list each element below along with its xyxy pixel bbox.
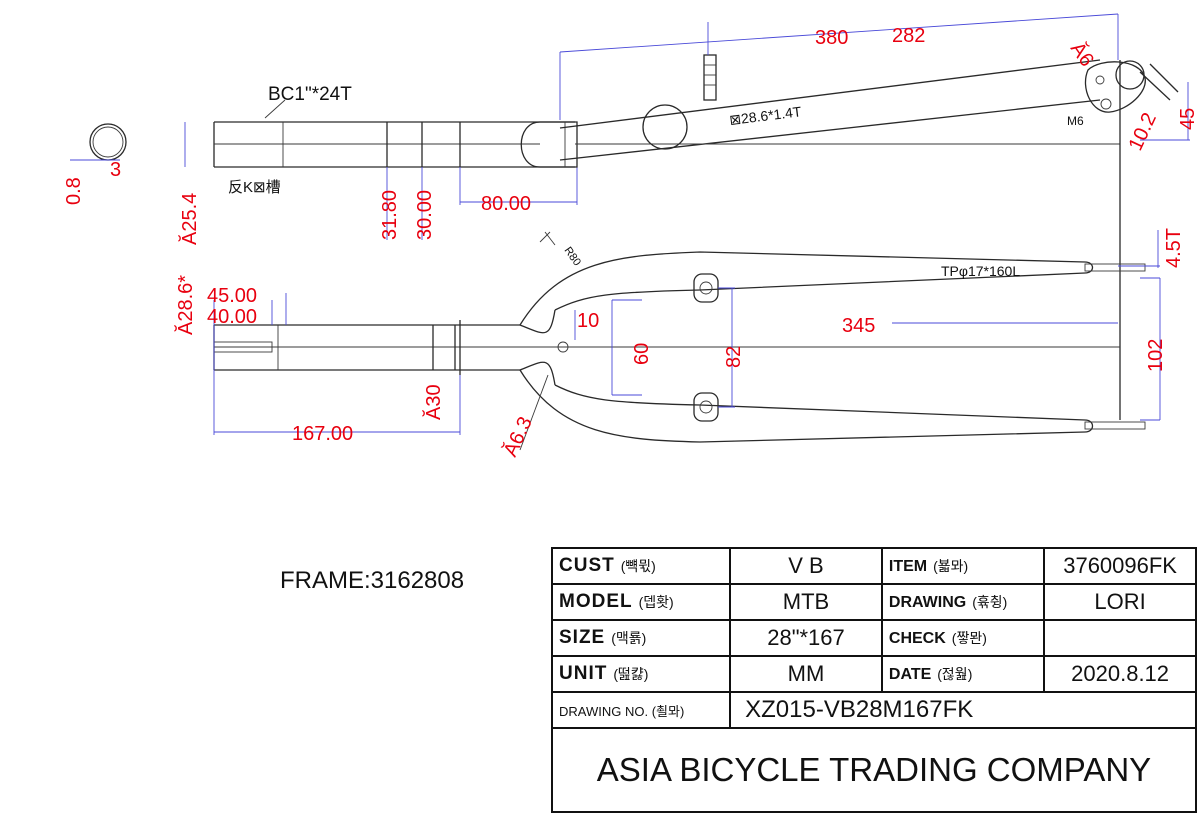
r80-label: R80: [562, 245, 583, 268]
dim-282: 282: [892, 25, 925, 47]
cust-value: V B: [729, 547, 883, 585]
dim-102: 102: [1145, 339, 1167, 372]
title-row-company: ASIA BICYCLE TRADING COMPANY: [551, 727, 1197, 813]
dim-31-80: 31.80: [379, 190, 401, 240]
tp-label: TPφ17*160L: [941, 263, 1020, 279]
dim-10-2: 10.2: [1125, 110, 1161, 155]
dim-a28-6: Ă28.6*: [174, 275, 197, 335]
tube-spec-label: ⊠28.6*1.4T: [728, 103, 802, 128]
item-value: 3760096FK: [1043, 547, 1197, 585]
dim-45-00: 45.00: [207, 285, 257, 307]
dim-30-00: 30.00: [414, 190, 436, 240]
check-value: [1043, 619, 1197, 657]
date-key: DATE(젆웚): [880, 655, 1046, 693]
cust-key: CUST(뺵뮋): [550, 547, 732, 585]
chinese-note: 反K⊠槽: [228, 179, 281, 196]
unit-value: MM: [729, 655, 883, 693]
dim-60: 60: [631, 343, 653, 365]
dim-380: 380: [815, 27, 848, 49]
unit-key: UNIT(떮캻): [550, 655, 732, 693]
steerer-tube-top: [184, 99, 578, 240]
tube-cross-section: [70, 123, 127, 161]
dim-167-00: 167.00: [292, 423, 353, 445]
date-value: 2020.8.12: [1043, 655, 1197, 693]
dim-0-8: 0.8: [63, 177, 85, 205]
bc-thread-label: BC1"*24T: [268, 84, 352, 105]
drawing-no-value: XZ015-VB28M167FK: [729, 691, 1197, 729]
title-block: CUST(뺵뮋) V B ITEM(뵯뫄) 3760096FK MODEL(뎁홧…: [550, 547, 1197, 813]
dim-a6-3: Ă6.3: [499, 413, 537, 460]
title-row-drawing-no: DRAWING NO. (쵤뫄) XZ015-VB28M167FK: [550, 691, 1197, 729]
size-value: 28"*167: [729, 619, 883, 657]
drawing-no-key: DRAWING NO. (쵤뫄): [550, 691, 732, 729]
frame-number-label: FRAME:3162808: [280, 567, 465, 594]
company-name: ASIA BICYCLE TRADING COMPANY: [551, 727, 1197, 813]
size-key: SIZE(맥룕): [550, 619, 732, 657]
model-key: MODEL(뎁홧): [550, 583, 732, 621]
title-row-model: MODEL(뎁홧) MTB DRAWING(휶췽) LORI: [550, 583, 1197, 621]
dim-a30: Ă30: [422, 384, 445, 420]
dim-345: 345: [842, 315, 875, 337]
dim-45: 45: [1177, 108, 1199, 130]
drawing-value: LORI: [1043, 583, 1197, 621]
dim-10: 10: [577, 310, 599, 332]
dim-40-00: 40.00: [207, 306, 257, 328]
model-value: MTB: [729, 583, 883, 621]
title-row-unit: UNIT(떮캻) MM DATE(젆웚) 2020.8.12: [550, 655, 1197, 693]
dim-a25-4: Ă25.4: [178, 193, 201, 245]
m6-label: M6: [1067, 114, 1084, 128]
check-key: CHECK(짷뫈): [880, 619, 1046, 657]
title-row-cust: CUST(뺵뮋) V B ITEM(뵯뫄) 3760096FK: [550, 547, 1197, 585]
dim-80-00: 80.00: [481, 193, 531, 215]
fork-front-view: [213, 230, 1161, 451]
item-key: ITEM(뵯뫄): [880, 547, 1046, 585]
dim-3: 3: [110, 159, 121, 181]
fork-blade-side: [559, 13, 1190, 420]
title-row-size: SIZE(맥룕) 28"*167 CHECK(짷뫈): [550, 619, 1197, 657]
dim-82: 82: [723, 346, 745, 368]
dim-4-5t: 4.5T: [1163, 228, 1185, 268]
drawing-key: DRAWING(휶췽): [880, 583, 1046, 621]
